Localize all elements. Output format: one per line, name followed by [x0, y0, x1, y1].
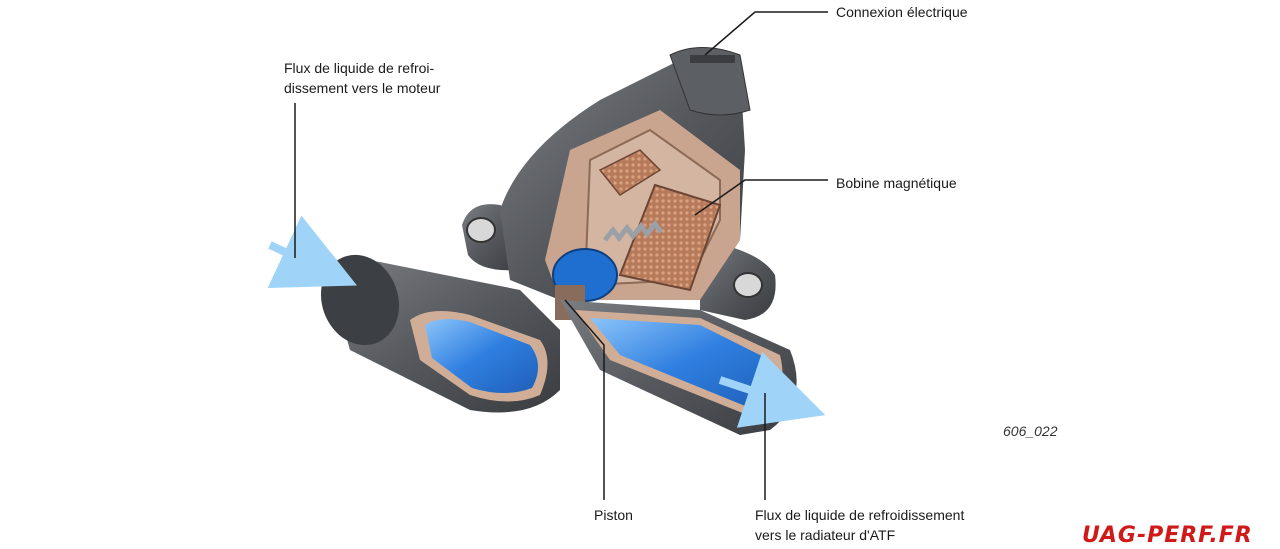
- spring: [603, 219, 663, 243]
- leader-lines: [294, 11, 828, 500]
- label-flux-atf: Flux de liquide de refroidissement vers …: [755, 507, 965, 543]
- leader-piston: [564, 299, 605, 500]
- label-bobine-magnetique: Bobine magnétique: [836, 175, 957, 191]
- inlet-pipe: [320, 254, 560, 413]
- figure-reference: 606_022: [1003, 423, 1058, 439]
- magnetic-coil: [598, 149, 722, 292]
- outflow-arrow: [718, 351, 826, 428]
- label-piston: Piston: [594, 507, 633, 523]
- leader-connexion: [704, 11, 828, 56]
- label-connexion-electrique: Connexion électrique: [836, 4, 968, 20]
- label-flux-moteur: Flux de liquide de refroi- dissement ver…: [284, 60, 441, 96]
- watermark-logo: UAG-PERF.FR: [1082, 523, 1253, 548]
- outlet-pipe: [560, 300, 797, 435]
- inflow-arrow: [267, 215, 358, 289]
- leader-bobine: [694, 179, 828, 216]
